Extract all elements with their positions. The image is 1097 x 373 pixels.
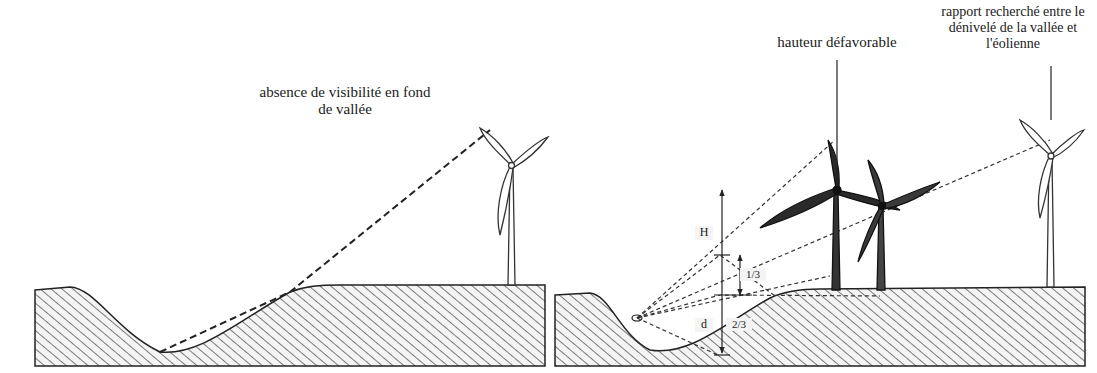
height-pointer	[836, 60, 837, 186]
sight-line	[160, 130, 490, 352]
dimension-label: 1/3	[740, 268, 766, 281]
wind-turbine-dark	[760, 140, 900, 290]
annotation: hauteur défavorable	[752, 34, 922, 51]
wind-turbine-dark	[858, 160, 940, 290]
dimension-label: 2/3	[726, 318, 752, 331]
sight-lines	[637, 140, 1050, 356]
annotation: absence de visibilité en fond de vallée	[258, 84, 433, 119]
wind-turbine	[1020, 120, 1084, 287]
terrain-left	[35, 285, 545, 366]
ratio-pointer	[1050, 66, 1051, 120]
wind-turbine	[480, 128, 548, 285]
annotation: rapport recherché entre le dénivelé de l…	[933, 4, 1093, 52]
dimension-label: H	[695, 226, 713, 240]
terrain-right	[555, 287, 1085, 366]
dimension-label: d	[695, 318, 713, 332]
